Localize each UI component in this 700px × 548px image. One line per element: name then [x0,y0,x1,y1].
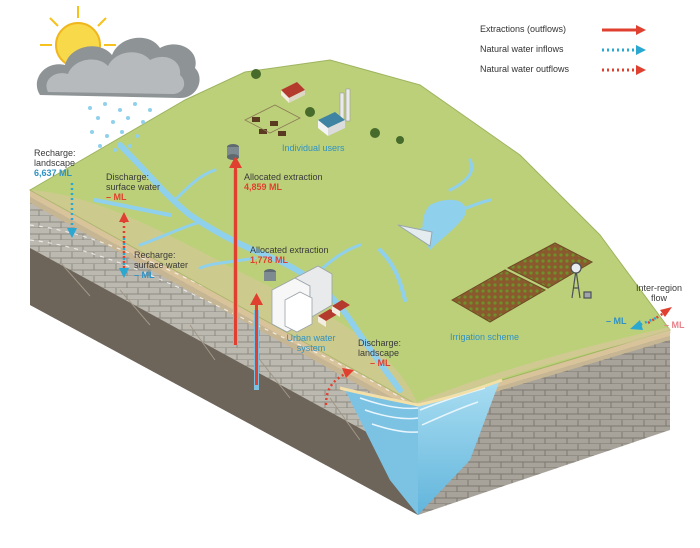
legend-label-inflows: Natural water inflows [480,44,564,54]
dam [397,224,433,247]
label-inter-region-flow: Inter-region flow [635,283,683,303]
outflow-discharge-surface-water-arrow [119,212,129,268]
label-discharge-landscape: Discharge: landscape – ML [358,338,402,368]
irrigation-field [450,242,594,323]
legend-label-extractions: Extractions (outflows) [480,24,567,34]
label-recharge-surface-water: Recharge: surface water – ML [134,250,189,280]
legend-item-inflows: Natural water inflows [480,44,680,64]
legend-label-outflows: Natural water outflows [480,64,570,74]
outflow-inter-region-arrow [647,307,672,325]
value-recharge-surface-water: – ML [134,270,155,280]
rain-drops [88,102,152,152]
legend-dotted-red-arrow-icon [602,65,646,75]
river-valley [339,378,503,515]
windmill-icon [570,262,592,299]
legend-dotted-blue-arrow-icon [602,45,646,55]
extraction-pipe-individual [229,156,242,345]
label-discharge-surface-water: Discharge: surface water – ML [106,172,161,202]
water-tank-icon [227,144,239,160]
city-buildings [264,265,350,333]
label-allocated-extraction-individual: Allocated extraction 4,859 ML [244,172,323,192]
value-inter-region-inflow: – ML [606,316,627,326]
cloud-icon [36,37,200,98]
legend-item-outflows: Natural water outflows [480,64,680,84]
label-irrigation-scheme: Irrigation scheme [450,332,520,342]
legend-item-extractions: Extractions (outflows) [480,24,680,44]
inflow-inter-region-arrow [630,316,657,330]
label-recharge-landscape: Recharge: landscape 6,637 ML [34,148,76,178]
value-discharge-surface-water: – ML [106,192,127,202]
value-discharge-landscape: – ML [370,358,391,368]
farm-buildings [244,69,404,144]
legend-solid-arrow-icon [602,25,646,35]
reservoir [422,199,466,250]
value-inter-region-outflow: – ML [664,320,685,330]
land-surface [28,59,671,408]
label-individual-users: Individual users [282,143,345,153]
value-allocated-extraction-individual: 4,859 ML [244,182,283,192]
value-recharge-landscape: 6,637 ML [34,168,73,178]
extraction-pipe-urban [250,293,263,390]
outflow-discharge-landscape-arrow [324,368,354,406]
legend: Extractions (outflows) Natural water inf… [480,24,680,84]
inflow-recharge-landscape-arrow [67,183,77,238]
river-network [93,142,492,393]
label-allocated-extraction-urban: Allocated extraction 1,778 ML [250,245,329,265]
label-urban-water-system: Urban water system [286,333,336,353]
value-allocated-extraction-urban: 1,778 ML [250,255,289,265]
